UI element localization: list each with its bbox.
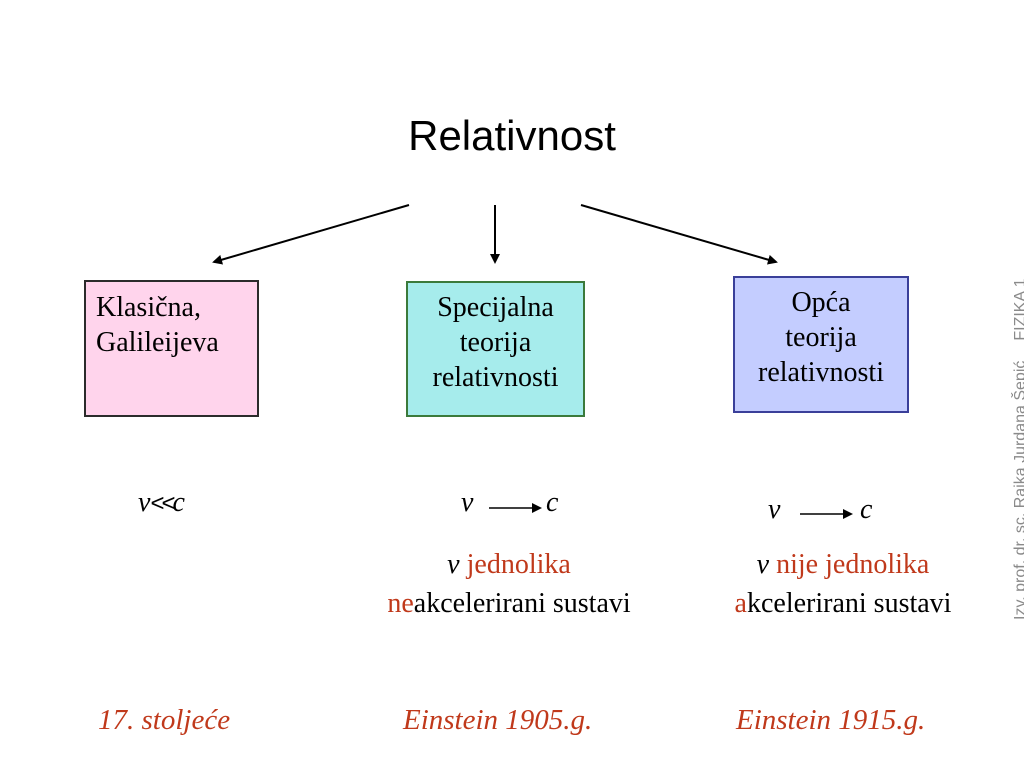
specijalna-jednolika: jednolika [466, 549, 571, 580]
box-klasicna: Klasična, Galileijeva [84, 280, 259, 417]
formula-opca-v: v [768, 494, 781, 525]
formula-klasicna-v: v [138, 487, 151, 518]
specijalna-jednolika-line: v jednolika [361, 549, 657, 581]
formula-opca-c: c [860, 494, 873, 525]
opca-prefix: a [734, 588, 747, 619]
specijalna-prefix: ne [387, 588, 414, 619]
box-specijalna-line1: Specijalna [437, 292, 554, 323]
specijalna-v: v [447, 549, 460, 580]
box-opca: Opća teorija relativnosti [733, 276, 909, 413]
opca-rest: kcelerirani sustavi [746, 588, 952, 619]
era-klasicna: 17. stoljeće [98, 704, 231, 736]
box-opca-line3: relativnosti [758, 357, 884, 388]
box-specijalna-line3: relativnosti [432, 362, 559, 393]
opca-nije: nije [776, 549, 819, 580]
formula-specijalna-v: v [461, 487, 474, 518]
box-opca-line1: Opća [791, 287, 851, 318]
opca-jednolika: jednolika [825, 549, 930, 580]
specijalna-sustavi-line: neakcelerirani sustavi [356, 588, 662, 620]
arrow-to-klasicna [212, 204, 410, 265]
specijalna-rest: akcelerirani sustavi [413, 588, 631, 619]
formula-klasicna-rel: << [150, 490, 175, 517]
formula-klasicna-c: c [172, 487, 185, 518]
box-klasicna-line2: Galileijeva [96, 327, 219, 358]
opca-sustavi-line: akcelerirani sustavi [700, 588, 986, 620]
page-title: Relativnost [408, 112, 616, 159]
arrow-to-opca [580, 204, 778, 265]
side-label: Izv. prof. dr. sc. Rajka Jurdana Šepić FI… [1012, 200, 1024, 620]
era-specijalna: Einstein 1905.g. [403, 704, 593, 736]
era-opca: Einstein 1915.g. [736, 704, 926, 736]
side-label-author: Izv. prof. dr. sc. Rajka Jurdana Šepić [1012, 360, 1024, 620]
box-klasicna-line1: Klasična, [96, 292, 201, 323]
formula-specijalna-c: c [546, 487, 559, 518]
box-specijalna: Specijalna teorija relativnosti [406, 281, 585, 417]
box-specijalna-line2: teorija [459, 327, 532, 358]
opca-jednolika-line: v nije jednolika [700, 549, 986, 581]
side-label-course: FIZIKA 1 [1012, 278, 1024, 341]
formula-klasicna: v<<c [138, 487, 185, 519]
opca-v: v [756, 549, 770, 580]
box-opca-line2: teorija [785, 322, 857, 353]
